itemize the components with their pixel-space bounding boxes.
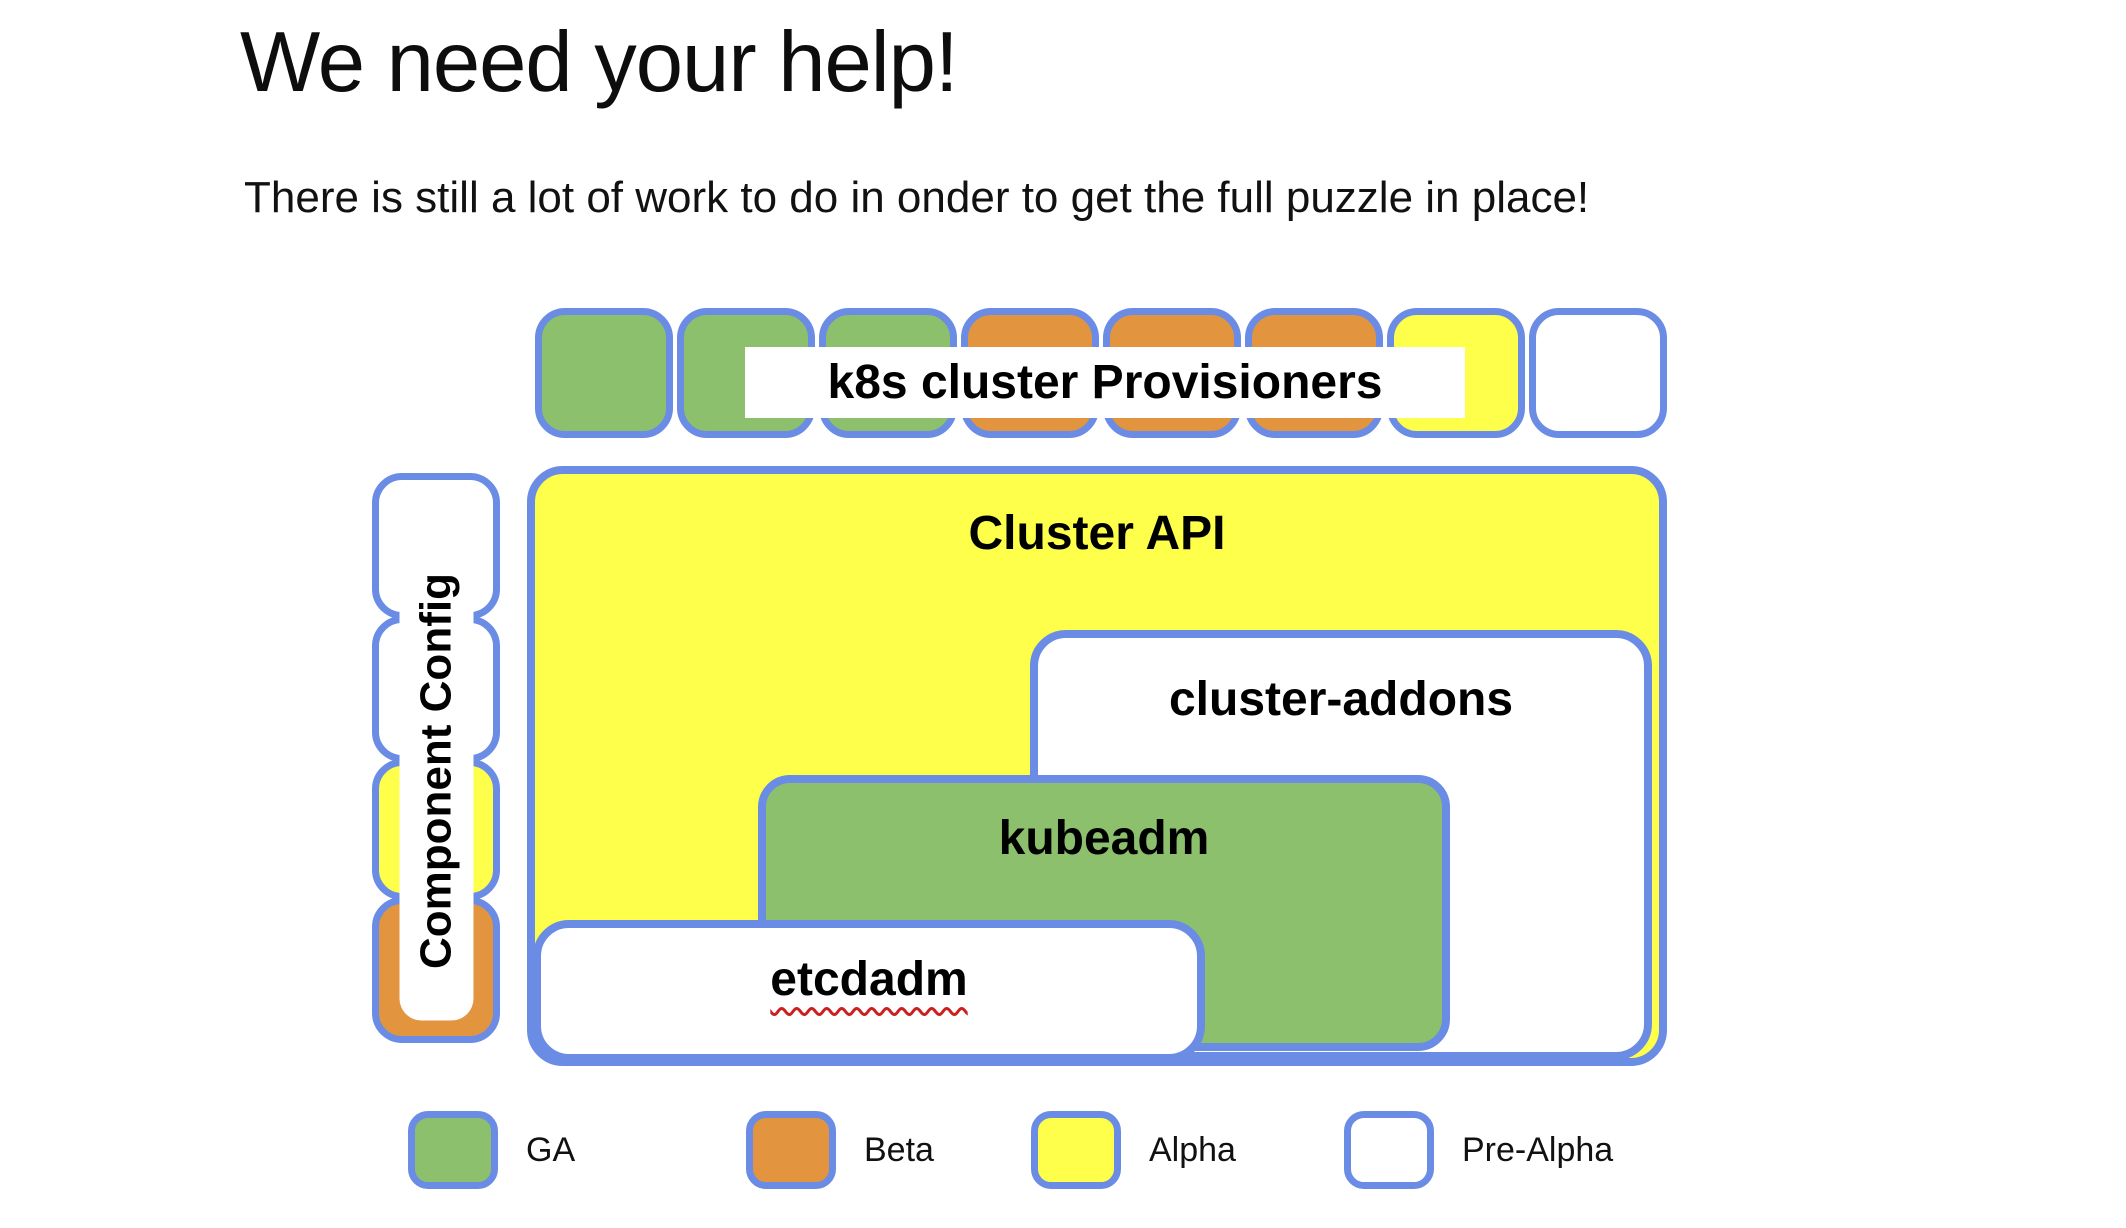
provisioners-label: k8s cluster Provisioners: [745, 347, 1465, 418]
legend-swatch-alpha: [1031, 1111, 1121, 1189]
etcdadm-text-spellcheck: etcdadm: [770, 953, 968, 1006]
legend-label: Beta: [864, 1130, 934, 1169]
provisioner-piece-prealpha: [1529, 308, 1667, 438]
legend-swatch-ga: [408, 1111, 498, 1189]
cluster-api-label: Cluster API: [968, 507, 1226, 560]
legend-swatch-beta: [746, 1111, 836, 1189]
legend-item-alpha: Alpha: [1031, 1111, 1236, 1189]
cluster-addons-label: cluster-addons: [1168, 673, 1514, 726]
legend-label: Pre-Alpha: [1462, 1130, 1614, 1169]
legend-item-ga: GA: [408, 1111, 575, 1189]
component-config-label: Component Config: [399, 521, 474, 1021]
provisioner-piece-ga: [535, 308, 673, 438]
etcdadm-label: etcdadm: [541, 952, 1197, 1007]
legend-item-pre-alpha: Pre-Alpha: [1344, 1111, 1613, 1189]
kubeadm-label: kubeadm: [998, 812, 1210, 865]
etcdadm-box: etcdadm: [533, 920, 1205, 1062]
legend-swatch-prealpha: [1344, 1111, 1434, 1189]
legend-label: Alpha: [1149, 1130, 1236, 1169]
legend-label: GA: [526, 1130, 576, 1169]
page-title: We need your help!: [240, 15, 959, 110]
legend-item-beta: Beta: [746, 1111, 934, 1189]
page-subtitle: There is still a lot of work to do in on…: [244, 173, 1590, 222]
legend: GA Beta Alpha Pre-Alpha: [408, 1111, 1808, 1193]
